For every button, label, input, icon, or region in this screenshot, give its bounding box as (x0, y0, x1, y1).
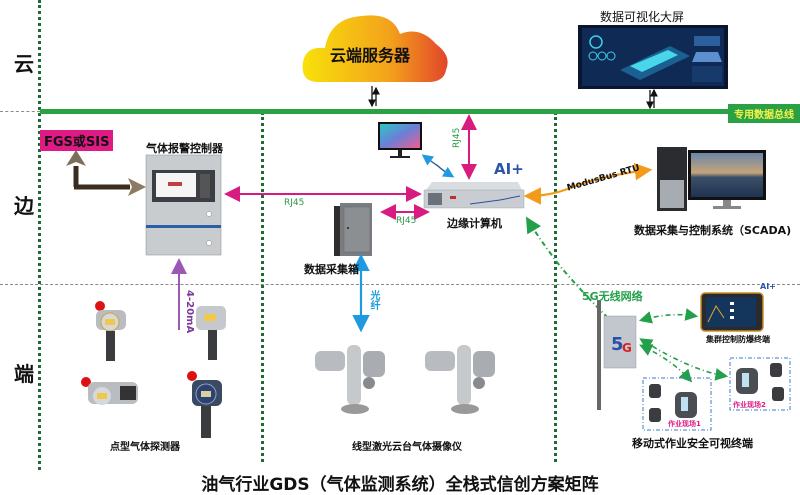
cloud-shape (302, 15, 448, 83)
tier-label-cloud: 云 (14, 52, 34, 76)
tier-label-end: 端 (14, 362, 34, 386)
wireless-edge-link (525, 216, 609, 319)
svg-text:5: 5 (611, 334, 624, 355)
rj45-box-label: RJ45 (396, 216, 417, 226)
tier-divider-cloud-edge (0, 111, 40, 112)
tier-label-edge: 边 (14, 194, 34, 218)
tier-divider-edge-end (0, 284, 800, 285)
point-detectors-label: 点型气体探测器 (110, 442, 180, 453)
work-site-1-label: 作业现场1 (668, 420, 701, 428)
big-screen-label: 数据可视化大屏 (600, 10, 685, 24)
mobile-terminals-label: 移动式作业安全可视终端 (632, 437, 753, 450)
fgs-sis-label: FGS或SIS (40, 130, 114, 151)
cluster-ai-badge: AI+ (760, 282, 776, 291)
scada-label: 数据采集与控制系统（SCADA) (634, 224, 792, 237)
work-site-1-box (642, 377, 712, 431)
cloud-server-label: 云端服务器 (330, 46, 411, 65)
tier-divider-vertical (38, 0, 41, 470)
cluster-terminal-label: 集群控制防爆终端 (706, 335, 770, 344)
base-station-image: 5 G (597, 300, 637, 410)
current-loop-label: 4-20mA (184, 290, 195, 334)
svg-text:G: G (622, 341, 632, 355)
scada-image (657, 147, 766, 211)
rj45-controller-label: RJ45 (284, 198, 305, 208)
fiber-label: 光纤 (368, 290, 379, 310)
diagram-title: 油气行业GDS（气体监测系统）全栈式信创方案矩阵 (201, 475, 599, 495)
edge-computer-label: 边缘计算机 (447, 217, 502, 230)
monitor-link (421, 154, 455, 178)
laser-camera-images (315, 345, 495, 414)
data-box-image (334, 203, 372, 256)
cloud-bus-arrows (368, 86, 380, 108)
work-site-2-box (729, 357, 791, 411)
data-bus-line (40, 109, 800, 114)
column-divider-1 (261, 112, 264, 462)
wireless-site2-link (639, 338, 729, 381)
point-detector-images (81, 301, 226, 438)
big-screen-image (578, 25, 728, 89)
wireless-site1-link (639, 344, 693, 383)
fgs-arrow (66, 150, 146, 196)
cluster-terminal-image (700, 292, 764, 332)
wireless-cluster-link (638, 308, 699, 324)
edge-computer-image (423, 182, 525, 209)
wireless-label: 5G无线网络 (582, 290, 643, 303)
alarm-controller-label: 气体报警控制器 (146, 142, 223, 155)
rj45-bus-label: RJ45 (452, 127, 462, 148)
laser-cameras-label: 线型激光云台气体摄像仪 (352, 442, 462, 453)
data-bus-label: 专用数据总线 (728, 104, 800, 123)
work-site-2-label: 作业现场2 (733, 401, 766, 409)
alarm-controller-image (145, 154, 222, 256)
data-box-label: 数据采集箱 (304, 263, 359, 276)
modbus-link (523, 162, 653, 205)
monitor-image (378, 122, 422, 158)
edge-ai-badge: AI+ (494, 160, 524, 178)
screen-bus-arrows (646, 88, 658, 110)
column-divider-2 (554, 112, 557, 462)
